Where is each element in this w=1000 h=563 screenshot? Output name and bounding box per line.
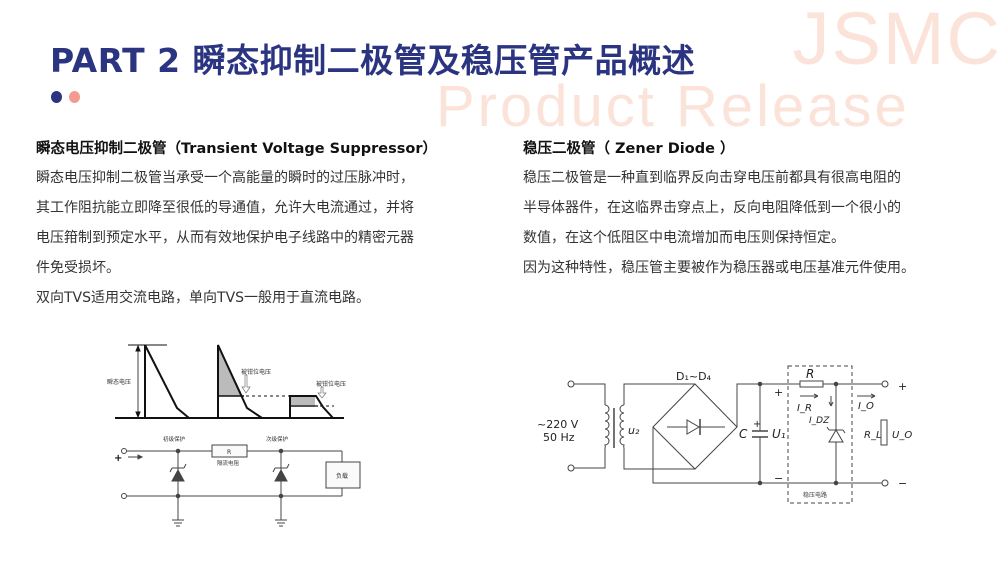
clamped-voltage-label: 被钳位电压	[316, 380, 346, 388]
bridge-rectifier	[652, 383, 738, 470]
text-line: 电压箝制到预定水平，从而有效地保护电子线路中的精密元器	[36, 230, 414, 246]
resistor-label: R	[227, 449, 231, 456]
current-limit-resistor-label: 隔流电阻	[217, 459, 240, 467]
text-line: 因为这种特性，稳压管主要被作为稳压器或电压基准元件使用。	[523, 260, 915, 276]
tvs-heading: 瞬态电压抑制二极管（Transient Voltage Suppressor）	[36, 141, 438, 157]
output-minus: −	[898, 477, 907, 490]
zener-heading: 稳压二极管（ Zener Diode ）	[523, 141, 735, 157]
text-line: 双向TVS适用交流电路，单向TVS一般用于直流电路。	[36, 290, 371, 306]
capacitor-icon	[752, 384, 768, 483]
decor-dot-navy	[51, 91, 62, 103]
capacitor-label: C	[739, 427, 748, 441]
output-plus: +	[898, 380, 907, 393]
capacitor-plus: +	[753, 419, 761, 430]
resistor-icon	[799, 380, 824, 388]
idz-label: I_DZ	[809, 416, 830, 426]
u2-label: u₂	[628, 424, 640, 437]
secondary-protection-label: 次级保护	[266, 435, 289, 443]
uo-label: U_O	[892, 430, 912, 441]
text-line: 件免受损坏。	[36, 260, 120, 276]
tvs-waveforms	[115, 344, 344, 419]
decor-dot-pink	[69, 91, 80, 103]
text-line: 半导体器件，在这临界击穿点上，反向电阻降低到一个很小的	[523, 200, 901, 216]
tvs-diode-icon	[169, 448, 187, 527]
load-label: 负载	[336, 472, 348, 480]
u1-label: U₁	[772, 427, 786, 441]
watermark-jsmc: JSMC	[792, 0, 1000, 80]
regulator-box-label: 稳压电路	[803, 491, 827, 499]
ir-label: I_R	[797, 403, 812, 414]
clamped-voltage-label: 被钳位电压	[241, 368, 271, 376]
zener-description: 稳压二极管是一种直到临界反向击穿电压前都具有很高电阻的 半导体器件，在这临界击穿…	[523, 163, 983, 283]
primary-protection-label: 初级保护	[163, 435, 186, 443]
bridge-label: D₁~D₄	[676, 370, 712, 383]
transformer-primary-icon	[604, 404, 610, 449]
rl-label: R_L	[864, 430, 882, 441]
io-label: I_O	[858, 401, 874, 412]
text-line: 稳压二极管是一种直到临界反向击穿电压前都具有很高电阻的	[523, 170, 901, 186]
watermark-product-release: Product Release	[436, 74, 910, 139]
regulator-box	[787, 365, 853, 504]
tvs-description: 瞬态电压抑制二极管当承受一个高能量的瞬时的过压脉冲时， 其工作阻抗能立即降至很低…	[36, 163, 496, 313]
transient-voltage-label: 瞬态电压	[107, 378, 131, 386]
load-resistor-icon	[880, 419, 888, 446]
text-line: 瞬态电压抑制二极管当承受一个高能量的瞬时的过压脉冲时，	[36, 170, 414, 186]
plus-sign: +	[114, 453, 122, 464]
tvs-diode-icon	[272, 448, 290, 527]
text-line: 数值，在这个低阻区中电流增加而电压则保持恒定。	[523, 230, 845, 246]
source-voltage-label: ~220 V	[537, 418, 579, 431]
page-title: PART 2 瞬态抑制二极管及稳压管产品概述	[50, 41, 696, 80]
minus-sign: −	[774, 472, 783, 485]
zener-diode-icon	[826, 384, 846, 483]
plus-sign: +	[774, 386, 783, 399]
diode-icon	[686, 419, 700, 435]
tvs-circuit	[121, 444, 361, 527]
resistor-label: R	[806, 367, 814, 381]
zener-diagram: ~220 V 50 Hz u₂ D₁~D₄ C + U₁ + − R I_R I…	[537, 365, 912, 504]
source-frequency-label: 50 Hz	[543, 431, 575, 444]
tvs-diagram: 瞬态电压 被钳位电压 被钳位电压 + 初级保护 次级保护 R 隔流电阻 负载	[107, 344, 361, 527]
transformer-secondary-icon	[619, 404, 625, 449]
text-line: 其工作阻抗能立即降至很低的导通值，允许大电流通过，并将	[36, 200, 414, 216]
